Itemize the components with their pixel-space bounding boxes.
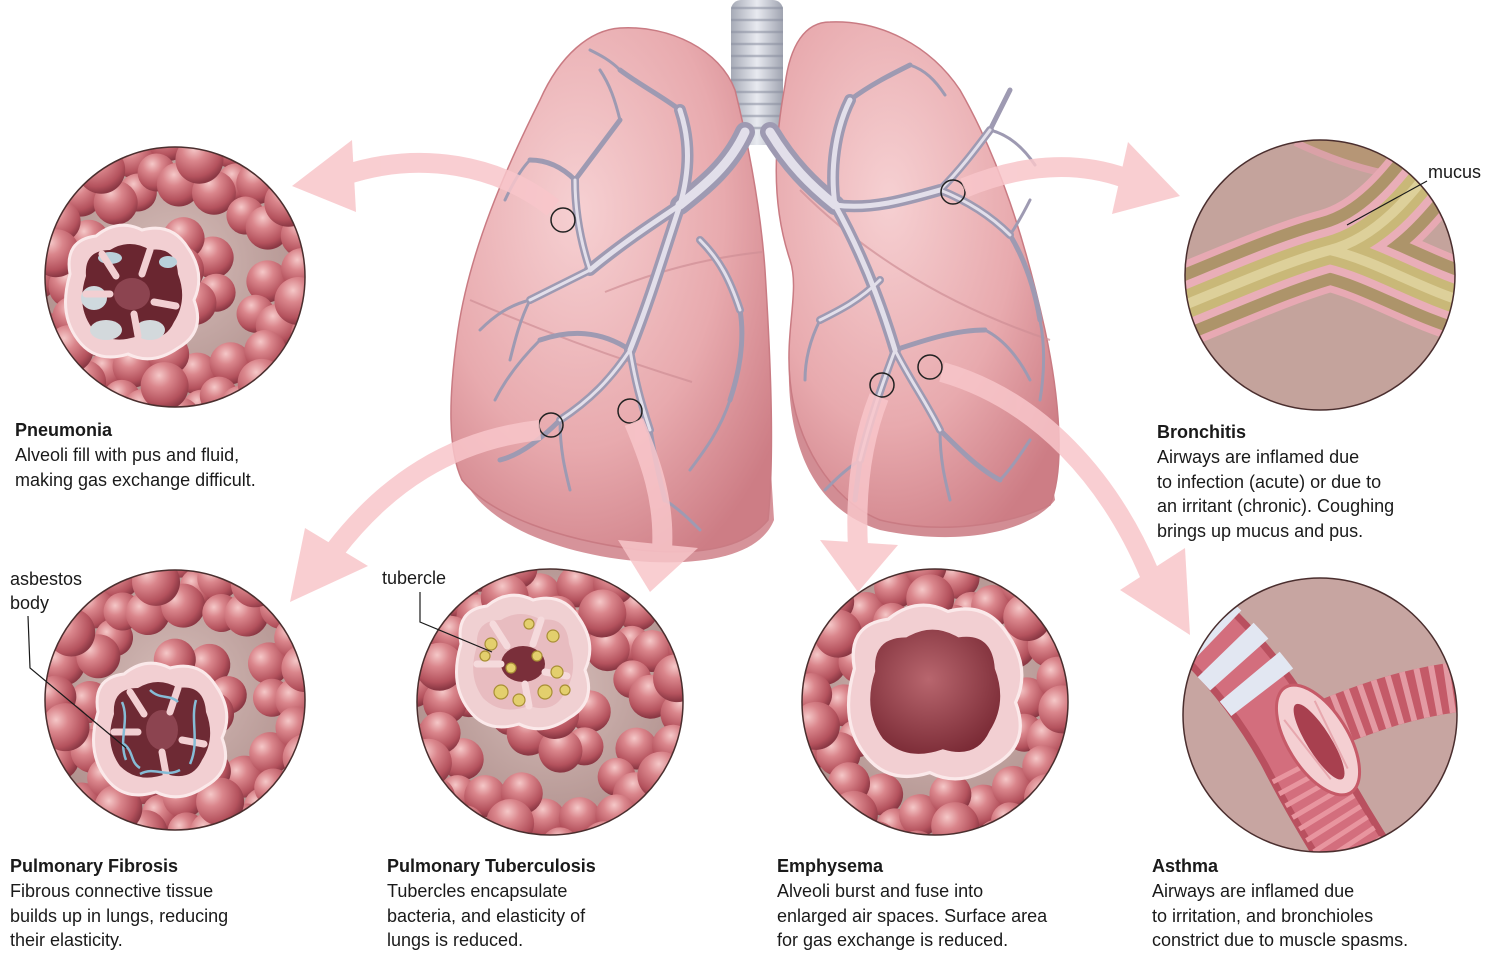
asthma-description-line: Airways are inflamed due (1152, 879, 1408, 904)
fibrosis-description-line: their elasticity. (10, 928, 228, 953)
emphysema-description-line: Alveoli burst and fuse into (777, 879, 1047, 904)
tuberculosis-description-line: Tubercles encapsulate (387, 879, 596, 904)
mucus-label: mucus (1428, 160, 1481, 184)
emphysema-title: Emphysema (777, 854, 1047, 879)
fibrosis-description-line: Fibrous connective tissue (10, 879, 228, 904)
fibrosis-callout: Pulmonary Fibrosis Fibrous connective ti… (10, 854, 228, 953)
fibrotic-alveolus (94, 663, 227, 797)
pneumonia-description-line: Alveoli fill with pus and fluid, (15, 443, 256, 468)
tuberculosis-description-line: bacteria, and elasticity of (387, 904, 596, 929)
pneumonia-title: Pneumonia (15, 418, 256, 443)
bronchitis-title: Bronchitis (1157, 420, 1394, 445)
fibrosis-title: Pulmonary Fibrosis (10, 854, 228, 879)
asbestos-body-label-line: asbestos (10, 567, 82, 591)
lungs-illustration (451, 0, 1059, 562)
emphysema-description-line: for gas exchange is reduced. (777, 928, 1047, 953)
bronchitis-description-line: to infection (acute) or due to (1157, 470, 1394, 495)
tuberculosis-title: Pulmonary Tuberculosis (387, 854, 596, 879)
asthma-magnified-view (1172, 575, 1478, 875)
emphysema-magnified-view (742, 530, 1135, 895)
bronchitis-description-line: an irritant (chronic). Coughing (1157, 494, 1394, 519)
bronchitis-description-line: Airways are inflamed due (1157, 445, 1394, 470)
pus-fluid (81, 286, 107, 310)
asthma-title: Asthma (1152, 854, 1408, 879)
tubercle-label: tubercle (382, 566, 446, 590)
emphysema-callout: Emphysema Alveoli burst and fuse into en… (777, 854, 1047, 953)
pneumonia-callout: Pneumonia Alveoli fill with pus and flui… (15, 418, 256, 492)
pus-fluid (159, 256, 177, 268)
bronchitis-callout: Bronchitis Airways are inflamed due to i… (1157, 420, 1394, 544)
right-lung (776, 22, 1059, 527)
fibrosis-description-line: builds up in lungs, reducing (10, 904, 228, 929)
pus-fluid (90, 320, 122, 340)
asthma-callout: Asthma Airways are inflamed due to irrit… (1152, 854, 1408, 953)
asbestos-body-label-line: body (10, 591, 82, 615)
pneumonia-description-line: making gas exchange difficult. (15, 468, 256, 493)
asbestos-body-label: asbestos body (10, 567, 82, 615)
asthma-description-line: to irritation, and bronchioles (1152, 904, 1408, 929)
bronchitis-description-line: brings up mucus and pus. (1157, 519, 1394, 544)
tubercle-alveolus (457, 595, 590, 729)
emphysema-description-line: enlarged air spaces. Surface area (777, 904, 1047, 929)
enlarged-air-space (849, 605, 1022, 779)
pneumonia-magnified-view (0, 76, 387, 468)
fluid-filled-alveolus (66, 225, 199, 359)
tuberculosis-description-line: lungs is reduced. (387, 928, 596, 953)
tuberculosis-callout: Pulmonary Tuberculosis Tubercles encapsu… (387, 854, 596, 953)
asthma-description-line: constrict due to muscle spasms. (1152, 928, 1408, 953)
